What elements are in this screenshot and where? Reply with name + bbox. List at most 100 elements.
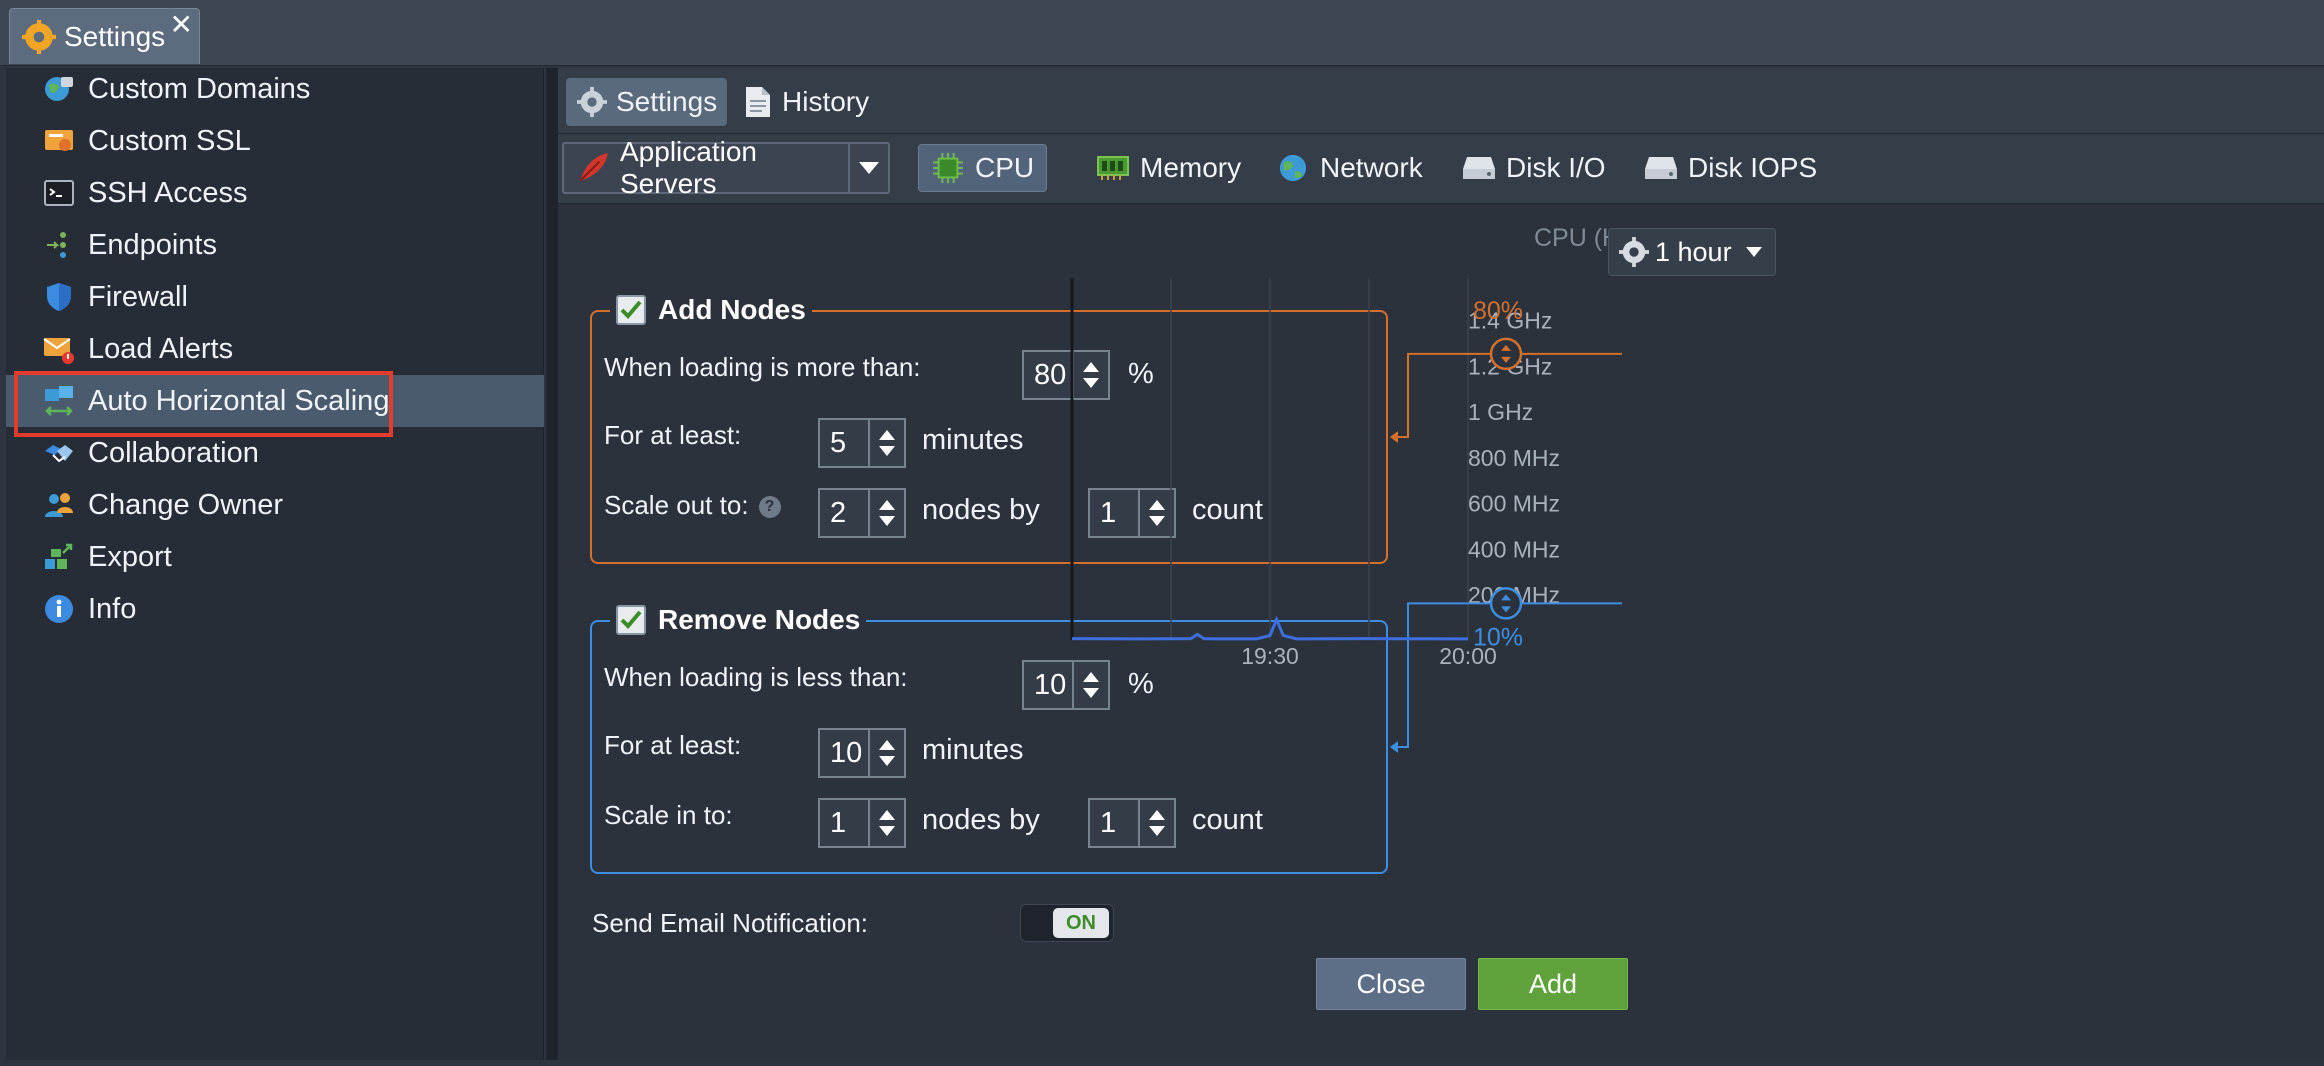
remove-nodes-title: Remove Nodes [658,604,861,635]
add-nodes-checkbox[interactable] [616,295,646,325]
sidebar-item-firewall[interactable]: Firewall [6,271,544,323]
x-tick-label: 19:30 [1241,643,1299,669]
add-scale-label: Scale out to:? [604,490,781,521]
add-nodes-legend: Add Nodes [610,290,812,330]
email-notification-label: Send Email Notification: [592,908,869,938]
sidebar-item-label: SSH Access [88,176,248,209]
sidebar-item-label: Endpoints [88,228,217,261]
add-step-stepper[interactable]: 1 [1088,488,1176,538]
metrics-toolbar: Application Servers CPU Memory Network [558,134,2324,204]
add-loading-unit: % [1128,358,1154,390]
remove-step-stepper[interactable]: 1 [1088,798,1176,848]
stepper-arrows-icon[interactable] [1138,800,1174,846]
help-icon[interactable]: ? [758,496,781,519]
settings-window-tab[interactable]: Settings ✕ [9,8,200,64]
sidebar-item-load-alerts[interactable]: Load Alerts [6,323,544,375]
gear-icon [576,86,608,118]
tab-metric-label: Disk IOPS [1688,152,1818,183]
add-nodes-fieldset: Add Nodes When loading is more than: 80 … [590,290,1388,564]
stepper-arrows-icon[interactable] [868,730,904,776]
add-scale-mid: nodes by [922,494,1040,526]
memory-chip-icon [1096,151,1130,185]
document-icon [742,86,774,118]
add-nodes-title: Add Nodes [658,294,806,325]
sidebar-item-endpoints[interactable]: Endpoints [6,219,544,271]
sidebar-item-change-owner[interactable]: Change Owner [6,479,544,531]
sidebar-item-ssh-access[interactable]: SSH Access [6,167,544,219]
add-loading-stepper[interactable]: 80 [1022,350,1110,400]
remove-nodes-legend: Remove Nodes [610,600,867,640]
time-range-label: 1 hour [1655,236,1732,267]
add-loading-value: 80 [1034,358,1067,391]
sidebar-item-auto-horizontal-scaling[interactable]: Auto Horizontal Scaling [6,375,544,427]
remove-nodes-checkbox[interactable] [616,605,646,635]
remove-scale-value: 1 [830,806,847,839]
add-scale-value: 2 [830,496,847,529]
sidebar-item-collaboration[interactable]: Collaboration [6,427,544,479]
scaling-icon [42,384,76,418]
email-notification-toggle[interactable]: ON [1020,904,1114,942]
remove-duration-label: For at least: [604,730,742,760]
y-tick-label: 600 MHz [1468,491,1560,517]
sidebar-item-label: Info [88,592,137,625]
add-step-value: 1 [1100,496,1117,529]
remove-duration-unit: minutes [922,734,1024,766]
checkmark-icon [620,610,642,629]
stepper-arrows-icon[interactable] [868,490,904,536]
threshold-pointer [1390,741,1398,753]
tab-metric-disk-io[interactable]: Disk I/O [1450,144,1618,192]
tab-metric-disk-iops[interactable]: Disk IOPS [1632,144,1829,192]
scaling-content: Add Nodes When loading is more than: 80 … [558,204,2324,1060]
globe-icon [42,72,76,106]
remove-duration-stepper[interactable]: 10 [818,728,906,778]
add-duration-label: For at least: [604,420,742,450]
tab-settings-label: Settings [616,86,718,117]
sidebar-item-custom-ssl[interactable]: Custom SSL [6,115,544,167]
sidebar-item-label: Load Alerts [88,332,234,365]
tab-metric-label: CPU [975,152,1035,183]
layer-select[interactable]: Application Servers [562,136,890,199]
cpu-series-line [1071,615,1469,641]
toggle-knob: ON [1053,908,1109,938]
sidebar-item-info[interactable]: Info [6,583,544,635]
sidebar-item-export[interactable]: Export [6,531,544,583]
remove-loading-stepper[interactable]: 10 [1022,660,1110,710]
remove-step-value: 1 [1100,806,1117,839]
scaling-settings-panel: Settings History Application Servers CPU [558,68,2324,1060]
endpoints-icon [42,228,76,262]
stepper-arrows-icon[interactable] [868,800,904,846]
add-duration-stepper[interactable]: 5 [818,418,906,468]
tab-metric-memory[interactable]: Memory [1084,144,1253,192]
add-scale-stepper[interactable]: 2 [818,488,906,538]
panel-splitter[interactable] [546,68,558,1060]
time-range-select[interactable]: 1 hour [1608,228,1776,276]
chevron-down-icon[interactable] [848,144,888,192]
sidebar-item-label: Collaboration [88,436,259,469]
terminal-icon [42,176,76,210]
globe-icon [1276,151,1310,185]
tab-history[interactable]: History [732,78,879,126]
checkmark-icon [620,300,642,319]
stepper-arrows-icon[interactable] [1138,490,1174,536]
close-tab-icon[interactable]: ✕ [169,9,193,40]
remove-loading-unit: % [1128,668,1154,700]
tab-settings[interactable]: Settings [566,78,728,126]
gear-icon [22,19,56,54]
users-icon [42,488,76,522]
remove-loading-value: 10 [1034,668,1067,701]
tab-metric-cpu[interactable]: CPU [918,144,1048,192]
y-tick-label: 1 GHz [1468,399,1533,425]
close-button[interactable]: Close [1316,958,1466,1010]
remove-scale-stepper[interactable]: 1 [818,798,906,848]
stepper-arrows-icon[interactable] [868,420,904,466]
threshold-label: 10% [1473,623,1523,651]
stepper-arrows-icon[interactable] [1072,662,1108,708]
window-tab-bar: Settings ✕ [0,0,2324,66]
panel-tabs: Settings History [558,68,2324,134]
add-button[interactable]: Add [1478,958,1628,1010]
sidebar-item-label: Custom SSL [88,124,251,157]
sidebar-item-custom-domains[interactable]: Custom Domains [6,63,544,115]
threshold-handle [1489,587,1523,620]
tab-metric-network[interactable]: Network [1264,144,1435,192]
shield-icon [42,280,76,314]
